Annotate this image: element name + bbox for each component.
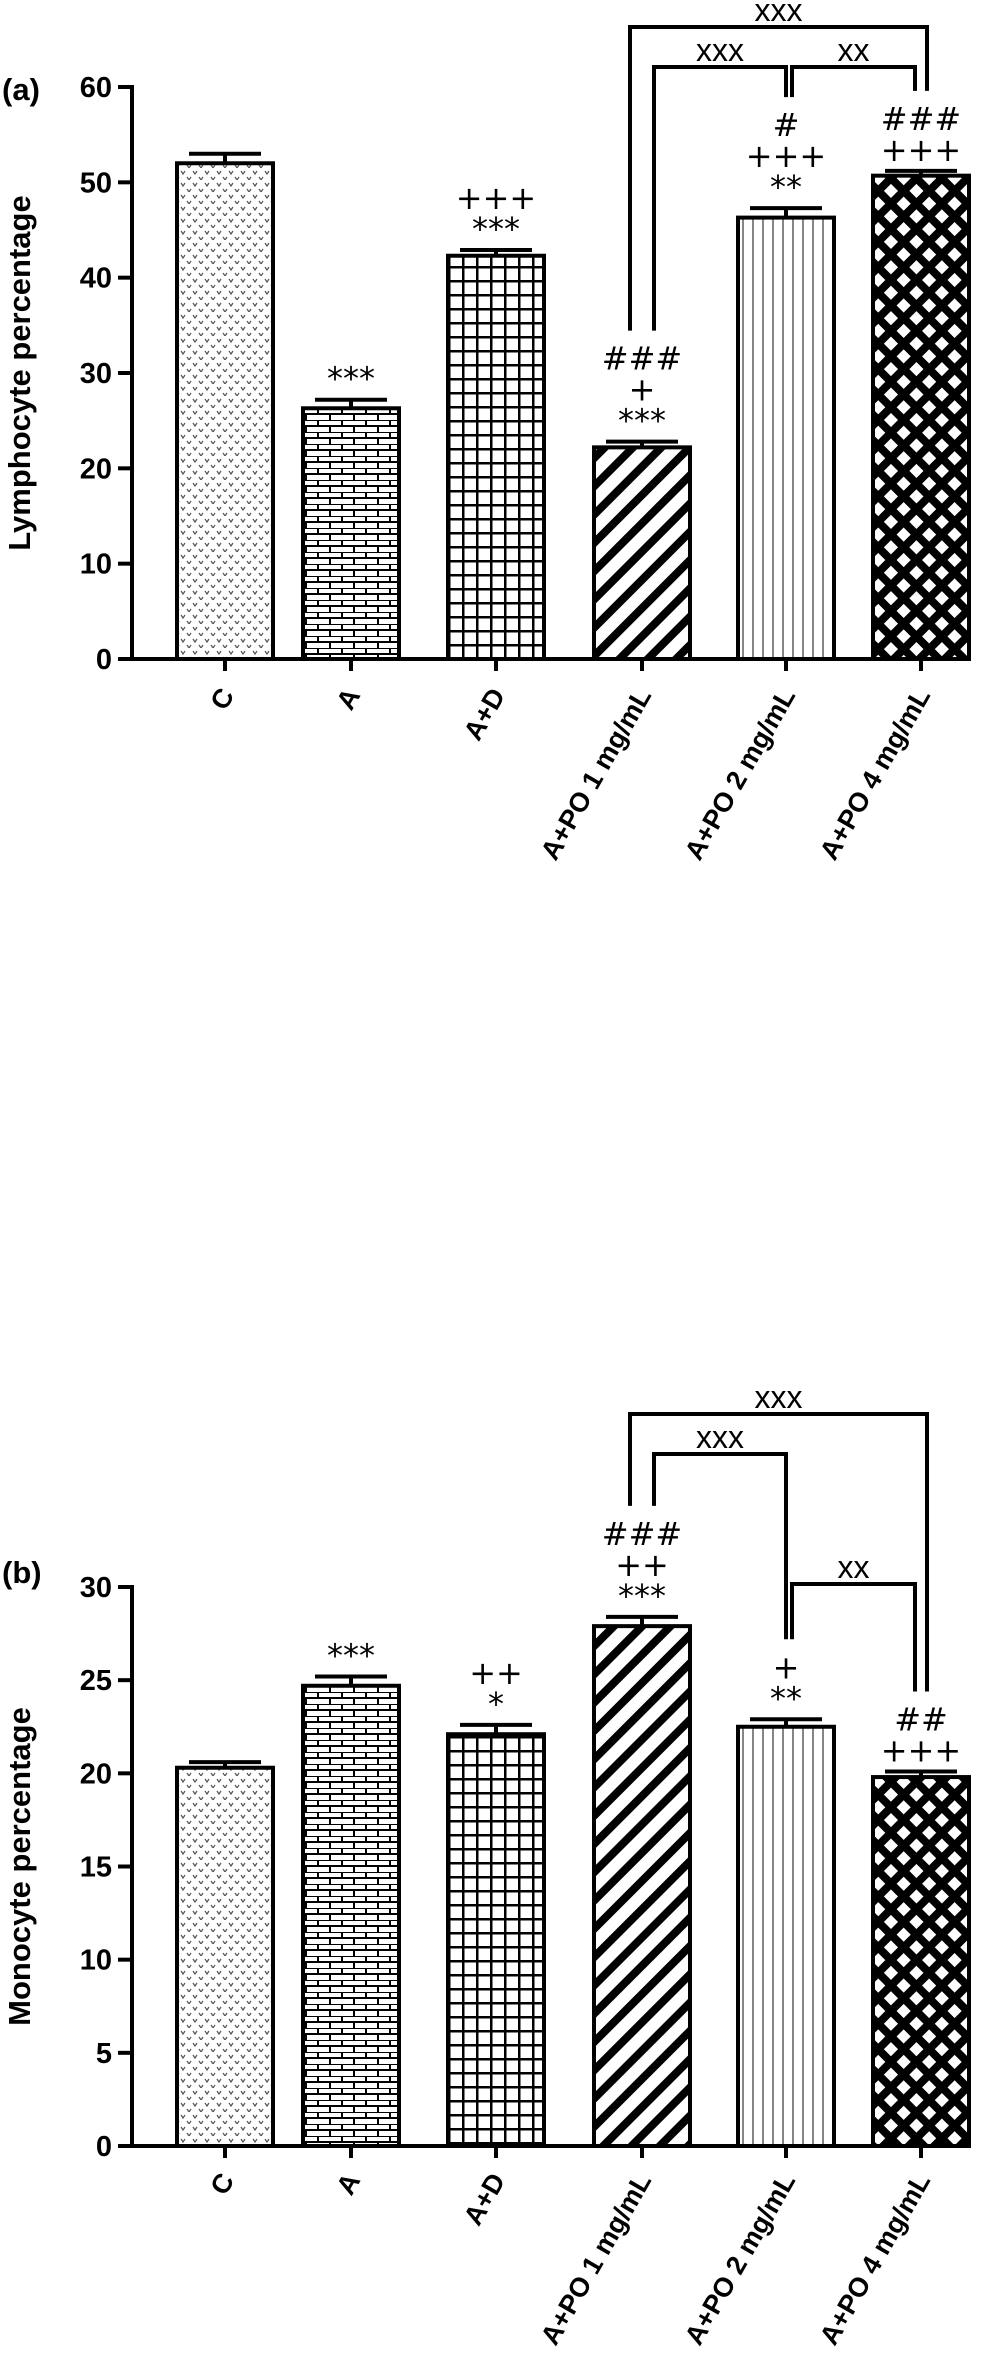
y-tick-label: 20 — [80, 453, 112, 485]
y-tick-label: 30 — [80, 358, 112, 390]
category-label: A+PO 1 mg/mL — [535, 683, 657, 865]
y-tick-label: 30 — [80, 1572, 112, 1604]
significance-mark: *** — [327, 360, 375, 398]
comparison-label: xxx — [755, 0, 803, 28]
comparison-label: xx — [838, 32, 870, 68]
comparison-bracket — [790, 65, 917, 98]
y-tick-label: 0 — [96, 644, 112, 676]
category-label: C — [204, 683, 240, 715]
significance-mark: ## — [894, 1700, 948, 1738]
bar — [871, 1775, 971, 2149]
significance-mark: +++ — [881, 131, 961, 169]
bar — [446, 1732, 546, 2149]
significance-mark: ++ — [615, 1546, 669, 1584]
significance-mark: *** — [472, 210, 520, 248]
category-label: A+D — [458, 683, 511, 745]
y-tick-label: 10 — [80, 1945, 112, 1977]
significance-mark: ### — [881, 100, 961, 138]
y-tick-label: 40 — [80, 263, 112, 295]
comparison-bracket — [652, 1452, 788, 1640]
bar — [175, 161, 275, 661]
bar — [736, 1724, 836, 2148]
y-tick-label: 10 — [80, 549, 112, 581]
category-label: A+PO 1 mg/mL — [535, 2168, 657, 2350]
y-tick-label: 25 — [80, 1665, 112, 1697]
category-label: A+PO 2 mg/mL — [679, 683, 801, 865]
y-tick-label: 60 — [80, 72, 112, 104]
bar — [175, 1765, 275, 2148]
category-label: A+PO 4 mg/mL — [814, 683, 936, 865]
y-tick-label: 5 — [96, 2038, 112, 2070]
category-label: A+D — [458, 2168, 511, 2230]
comparison-label: xxx — [696, 32, 744, 68]
y-tick-label: 0 — [96, 2131, 112, 2163]
significance-mark: ### — [602, 340, 682, 378]
bar — [301, 1683, 401, 2149]
significance-mark: *** — [327, 1636, 375, 1674]
comparison-label: xx — [838, 1549, 870, 1585]
significance-mark: *** — [618, 1577, 666, 1615]
comparison-bracket — [628, 25, 929, 331]
category-label: A+PO 2 mg/mL — [679, 2168, 801, 2350]
significance-mark: ** — [770, 1679, 802, 1717]
significance-mark: * — [488, 1685, 504, 1723]
significance-mark: *** — [618, 402, 666, 440]
significance-mark: + — [629, 371, 656, 409]
comparison-bracket — [628, 1412, 929, 1692]
significance-mark: ++ — [469, 1654, 523, 1692]
comparison-label: xxx — [755, 1379, 803, 1415]
significance-mark: +++ — [456, 179, 536, 217]
y-axis-title: Lymphocyte percentage — [2, 195, 37, 550]
panel-label: (a) — [2, 72, 40, 107]
category-label: A+PO 4 mg/mL — [814, 2168, 936, 2350]
significance-mark: # — [773, 106, 800, 144]
bar — [301, 406, 401, 662]
category-label: A — [330, 2168, 366, 2200]
significance-mark: +++ — [746, 137, 826, 175]
chart-panel-a: (a) Lymphocyte percentage 0 10 20 30 40 50 60C A *… — [2, 0, 971, 865]
bar — [592, 445, 692, 661]
category-label: A — [330, 683, 366, 715]
bar — [592, 1624, 692, 2148]
significance-mark: ### — [602, 1515, 682, 1553]
significance-mark: + — [773, 1648, 800, 1686]
comparison-bracket — [652, 65, 788, 331]
comparison-label: xxx — [696, 1419, 744, 1455]
significance-mark: ** — [770, 168, 802, 206]
bar — [446, 253, 546, 662]
y-tick-label: 15 — [80, 1852, 112, 1884]
bar — [871, 173, 971, 661]
category-label: C — [204, 2168, 240, 2200]
bar — [736, 215, 836, 662]
y-axis-title: Monocyte percentage — [2, 1707, 37, 2026]
y-tick-label: 20 — [80, 1758, 112, 1790]
significance-mark: +++ — [881, 1731, 961, 1769]
panel-label: (b) — [2, 1555, 42, 1590]
comparison-bracket — [790, 1582, 917, 1692]
y-tick-label: 50 — [80, 167, 112, 199]
